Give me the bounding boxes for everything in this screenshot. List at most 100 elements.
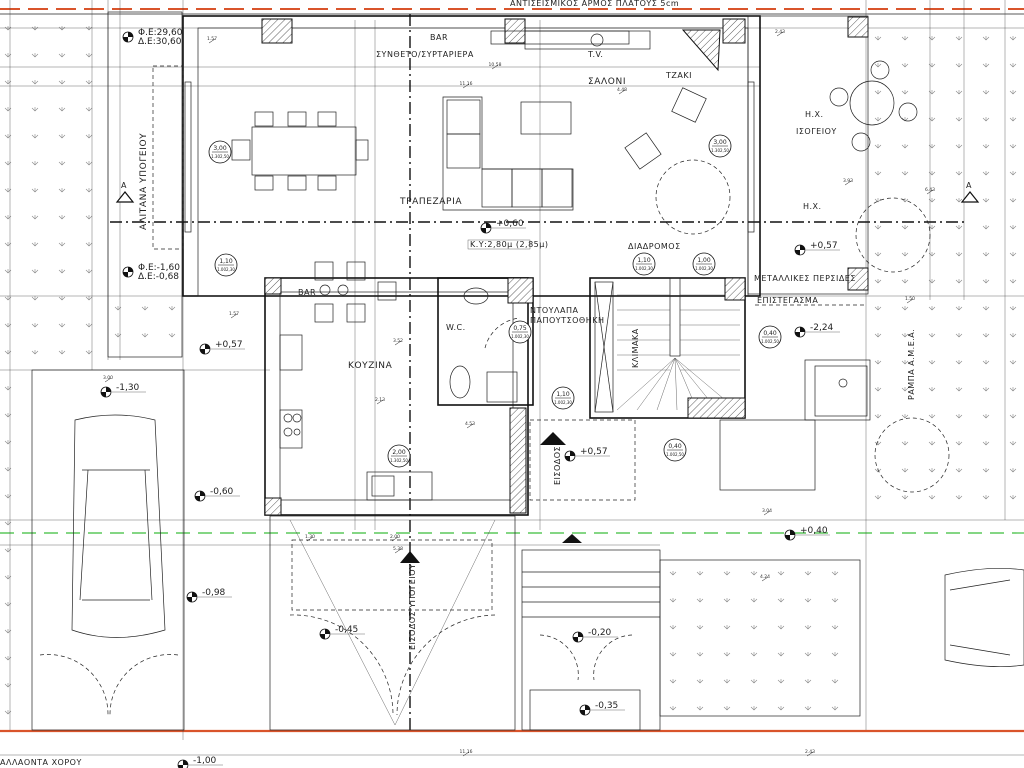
dimension-label: 2.00 (390, 534, 400, 540)
grass-symbol (85, 242, 93, 247)
level-de_top: Δ.Ε:30,60 (138, 37, 182, 47)
grass-symbol (874, 117, 882, 122)
opening-size: 1.002,30 (217, 267, 235, 272)
grass-symbol (901, 360, 909, 365)
grass-symbol (31, 215, 39, 220)
grass-symbol (982, 252, 990, 257)
grass-symbol (804, 571, 812, 576)
grass-symbol (31, 53, 39, 58)
grass-symbol (874, 306, 882, 311)
grass-symbol (1009, 63, 1017, 68)
opening-height: 1,10 (637, 257, 651, 264)
label-ramp: ΡΑΜΠΑ Α.Μ.Ε.Α. (907, 329, 916, 400)
bottom-note: ΑΛΛΑΟΝΤΑ ΧΟΡΟΥ (0, 758, 82, 767)
grass-symbol (31, 134, 39, 139)
dimension-label: 4.53 (465, 421, 475, 427)
grass-symbol (874, 171, 882, 176)
grass-symbol (804, 706, 812, 711)
grass-symbol (58, 53, 66, 58)
label-light-well: ΑΛΙΤΑΝΑ ΥΠΟΓΕΙΟΥ (139, 133, 149, 230)
grass-symbol (874, 144, 882, 149)
section-mark-left: A (121, 181, 127, 190)
grass-symbol (1009, 225, 1017, 230)
grass-symbol (874, 279, 882, 284)
label-tv: T.V. (587, 50, 603, 59)
grass-symbol (928, 333, 936, 338)
level-carport: -1,30 (116, 383, 140, 393)
grass-symbol (928, 441, 936, 446)
grass-symbol (1009, 306, 1017, 311)
grass-symbol (955, 36, 963, 41)
grass-symbol (874, 90, 882, 95)
grass-symbol (58, 350, 66, 355)
grass-symbol (696, 625, 704, 630)
patio-walls (655, 15, 950, 493)
grass-symbol (31, 350, 39, 355)
grass-symbol (982, 360, 990, 365)
grass-symbol (1009, 171, 1017, 176)
grass-symbol (874, 198, 882, 203)
opening-height: 0,40 (763, 330, 777, 337)
level-sidewalk: -1,00 (193, 756, 217, 766)
grass-symbol (58, 269, 66, 274)
level-ramp_low: -2,24 (810, 323, 834, 333)
label-cabinet: ΣΥΝΘΕΤΟ/ΣΥΡΤΑΡΙΕΡΑ (376, 50, 474, 59)
label-kitchen: ΚΟΥΖΙΝΑ (348, 361, 393, 371)
level-steps_low: -0,20 (588, 628, 612, 638)
ceiling-height-note: Κ.Υ:2,80μ (2,85μ) (470, 240, 548, 249)
grass-symbol (955, 387, 963, 392)
seismic-joint-note: ΑΝΤΙΣΕΙΣΜΙΚΟΣ ΑΡΜΟΣ ΠΛΑΤΟΥΣ 5cm (510, 0, 679, 8)
level-left_low: -0,98 (202, 588, 226, 598)
grass-symbol (982, 495, 990, 500)
dimension-label: 1.50 (905, 296, 915, 302)
opening-size: 1.002,30 (511, 334, 529, 339)
opening-height: 0,75 (513, 325, 527, 332)
grass-symbol (831, 652, 839, 657)
grass-symbol (31, 242, 39, 247)
grass-symbol (141, 306, 149, 311)
level-entry: +0,57 (580, 447, 608, 457)
grass-symbol (874, 495, 882, 500)
grass-symbol (955, 414, 963, 419)
grass-symbol (723, 706, 731, 711)
grass-symbol (669, 625, 677, 630)
opening-size: 1.302,50 (211, 154, 229, 159)
grass-symbol (31, 188, 39, 193)
label-dining-room: ΤΡΑΠΕΖΑΡΙΑ (399, 197, 462, 207)
label-basement-entrance: ΕΙΣΟΔΟΣ ΥΠΟΓΕΙΟΥ (408, 564, 417, 650)
grass-symbol (955, 198, 963, 203)
grass-symbol (874, 225, 882, 230)
grass-symbol (955, 63, 963, 68)
grass-symbol (901, 279, 909, 284)
grass-symbol (874, 360, 882, 365)
grass-symbol (1009, 198, 1017, 203)
grass-symbol (85, 53, 93, 58)
grass-symbol (901, 468, 909, 473)
kitchen-walls (264, 261, 529, 516)
label-living-room: ΣΑΛΟΝΙ (588, 77, 626, 87)
dimension-label: 3.93 (843, 178, 853, 184)
dimension-label: 2.43 (775, 29, 785, 35)
grass-symbol (58, 161, 66, 166)
grass-symbol (874, 441, 882, 446)
grass-symbol (928, 414, 936, 419)
grass-symbol (982, 63, 990, 68)
level-marker-fill (565, 451, 575, 461)
grass-symbol (831, 571, 839, 576)
level-marker-fill (481, 223, 491, 233)
grass-symbol (955, 144, 963, 149)
grass-symbol (669, 706, 677, 711)
level-left_mid: -0,60 (210, 487, 234, 497)
grass-symbol (750, 625, 758, 630)
grass-symbol (1009, 360, 1017, 365)
grass-symbol (982, 171, 990, 176)
grass-symbol (982, 198, 990, 203)
grass-symbol (141, 333, 149, 338)
stair-winder (656, 357, 676, 411)
level-marker-fill (573, 632, 583, 642)
grass-symbol (85, 188, 93, 193)
grass-symbol (955, 495, 963, 500)
opening-size: 1.002,30 (695, 266, 713, 271)
label-staircase: ΚΛΙΜΑΚΑ (631, 328, 640, 368)
